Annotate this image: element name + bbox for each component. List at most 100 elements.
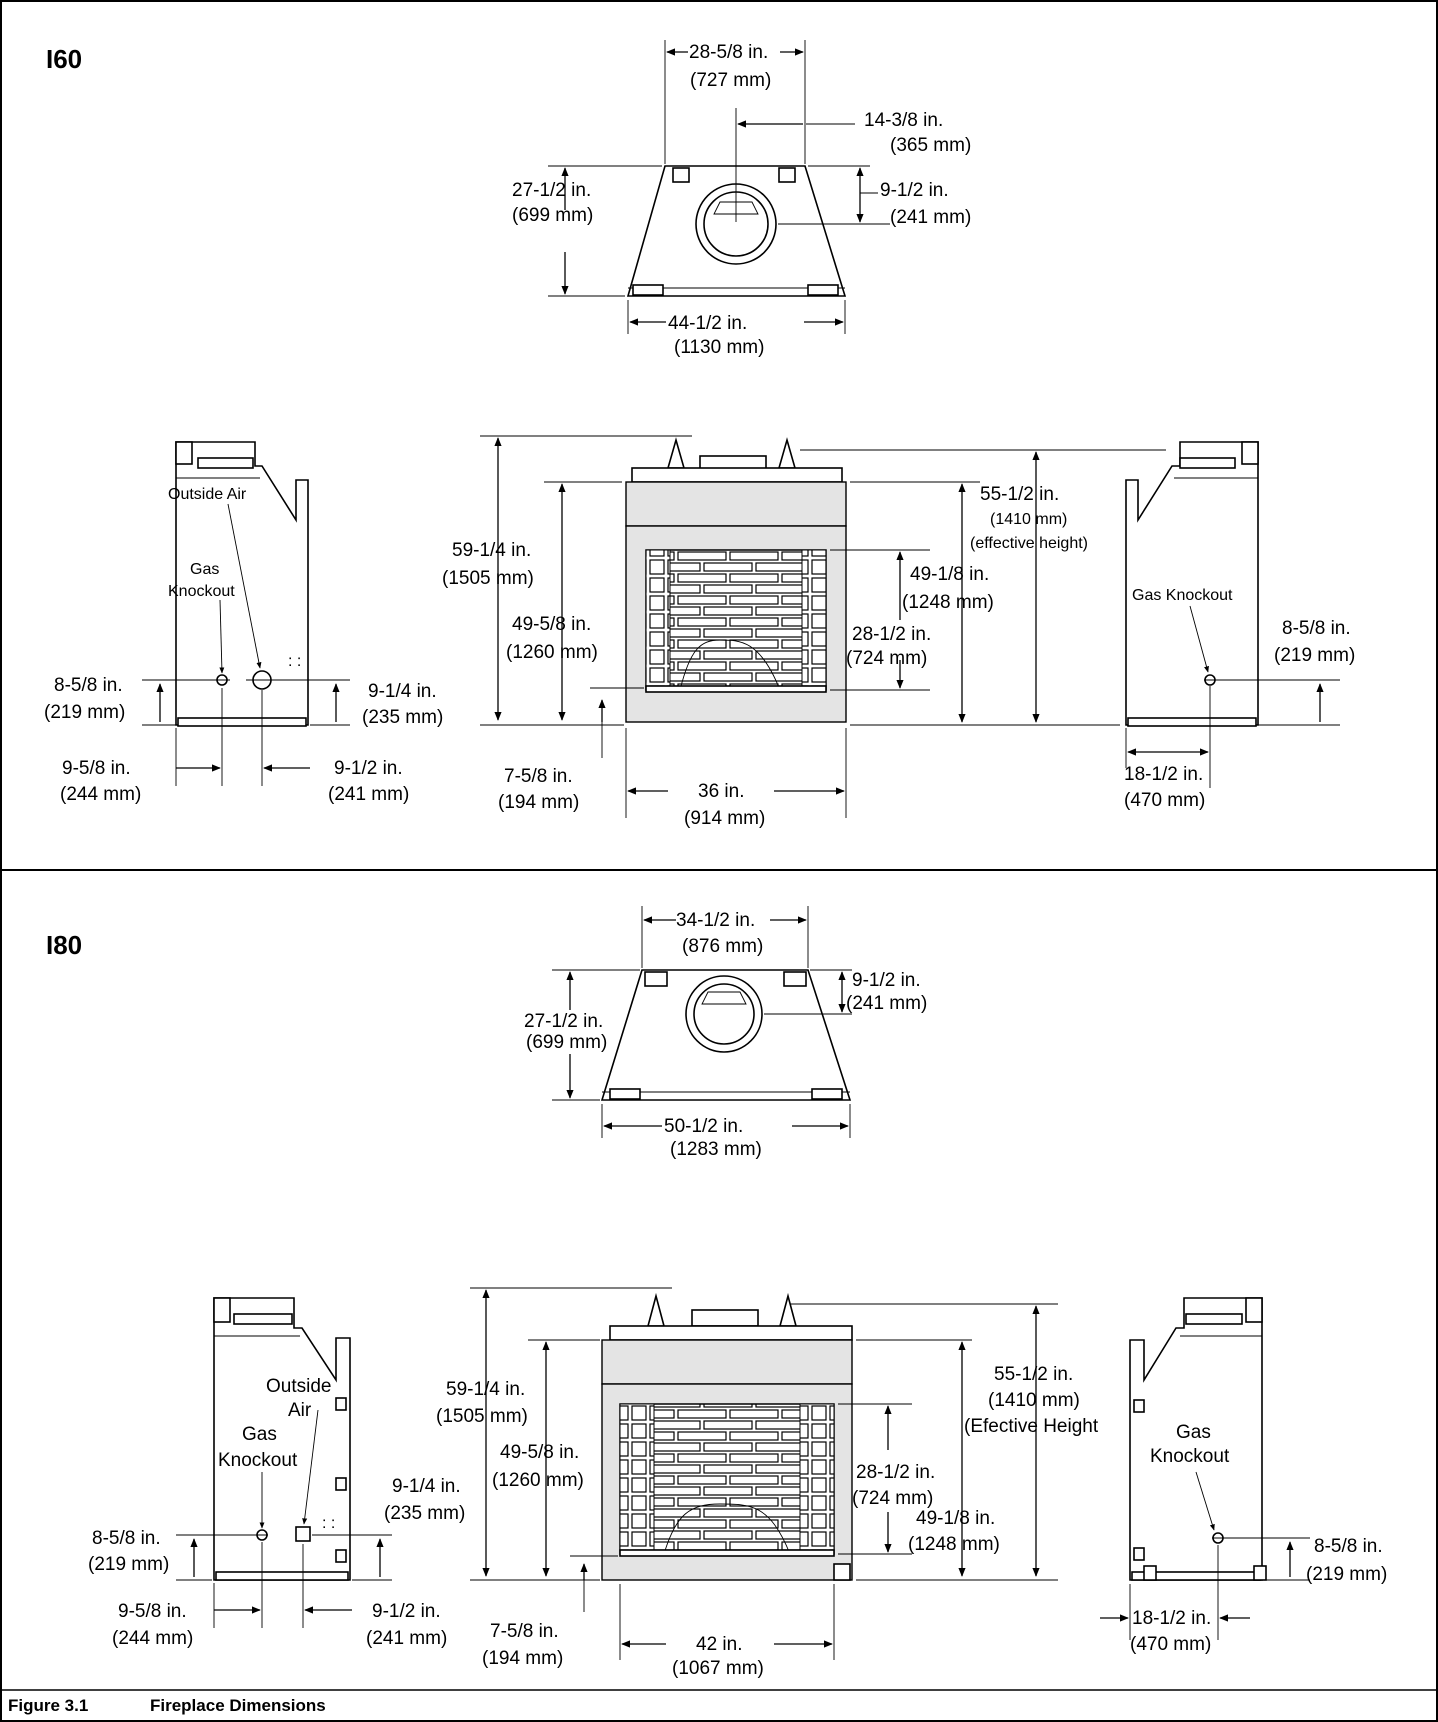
model-title-i80: I80	[46, 930, 82, 960]
i80-left-air-height-mm: (235 mm)	[384, 1503, 465, 1524]
i80-top-base-width-mm: (1283 mm)	[670, 1139, 762, 1160]
i60-left-gas-offset-mm: (244 mm)	[60, 784, 141, 805]
i60-right-depth-mm: (470 mm)	[1124, 790, 1205, 811]
i60-top-base-width: 44-1/2 in.	[668, 313, 747, 334]
i80-top-bracket-left	[644, 971, 668, 987]
figure-number: Figure 3.1	[8, 1696, 88, 1715]
i60-top-foot-right	[807, 284, 839, 296]
i80-front-top-plate	[691, 1309, 759, 1327]
i80-left-air-offset-mm: (241 mm)	[366, 1628, 447, 1649]
i60-top-bracket-left	[672, 167, 690, 183]
i60-front-opening-mm: (724 mm)	[846, 648, 927, 669]
i80-front-hearth: 7-5/8 in.	[490, 1621, 559, 1642]
i60-top-bracket-right	[778, 167, 796, 183]
i60-left-gas-height: 8-5/8 in.	[54, 675, 123, 696]
i80-front-leg-left	[646, 1292, 666, 1327]
i80-front-hearth-mm: (194 mm)	[482, 1648, 563, 1669]
i80-top-view: 34-1/2 in. (876 mm) 27-1/2 in. (699 mm) …	[524, 906, 927, 1160]
i60-front-effective-mm: (1410 mm)	[990, 511, 1067, 528]
i60-right-body	[1125, 441, 1259, 726]
i80-left-view: : : Outside Air Gas Knockout 8-5/8 in. (…	[88, 1297, 465, 1649]
i80-front-overall: 59-1/4 in.	[446, 1379, 525, 1400]
i80-front-effective: 55-1/2 in.	[994, 1364, 1073, 1385]
i60-left-gas-offset: 9-5/8 in.	[62, 758, 131, 779]
i60-front-top-mm: (1260 mm)	[506, 642, 598, 663]
i80-front-overall-mm: (1505 mm)	[436, 1406, 528, 1427]
i60-front-overall-mm: (1505 mm)	[442, 568, 534, 589]
i80-front-effective-note: (Efective Height	[964, 1416, 1099, 1437]
i60-front-top: 49-5/8 in.	[512, 614, 591, 635]
i60-top-depth: 27-1/2 in.	[512, 180, 591, 201]
i80-right-view: Gas Knockout 8-5/8 in. (219 mm) 18-1/2 i…	[1100, 1297, 1387, 1655]
i80-front-top-mm: (1260 mm)	[492, 1470, 584, 1491]
i80-top-width-mm: (876 mm)	[682, 936, 763, 957]
i60-left-air-offset-mm: (241 mm)	[328, 784, 409, 805]
i80-right-depth-mm: (470 mm)	[1130, 1634, 1211, 1655]
i60-right-gas-height-mm: (219 mm)	[1274, 645, 1355, 666]
i60-front-effective: 55-1/2 in.	[980, 484, 1059, 505]
i60-front-leg-left	[666, 437, 686, 469]
i60-front-opening-top-mm: (1248 mm)	[902, 592, 994, 613]
i80-top-flue-offset-mm: (241 mm)	[846, 993, 927, 1014]
i80-left-gas-label-2: Knockout	[218, 1450, 298, 1471]
i60-right-view: Gas Knockout 8-5/8 in. (219 mm) 18-1/2 i…	[1124, 441, 1355, 811]
i80-front-leg-right	[778, 1292, 798, 1327]
i60-left-gas-height-mm: (219 mm)	[44, 702, 125, 723]
i60-front-view: 59-1/4 in. (1505 mm) 49-5/8 in. (1260 mm…	[442, 435, 1166, 829]
i60-right-depth: 18-1/2 in.	[1124, 764, 1203, 785]
i80-front-hood	[601, 1339, 853, 1385]
model-i60: I60 28-5/8 in. (727 mm) 14-3/8 in. (365 …	[44, 40, 1355, 829]
i60-front-opening-top: 49-1/8 in.	[910, 564, 989, 585]
i60-right-gas-height: 8-5/8 in.	[1282, 618, 1351, 639]
i80-left-outside-air-label-1: Outside	[266, 1376, 331, 1397]
i80-right-gas-height: 8-5/8 in.	[1314, 1536, 1383, 1557]
i80-left-outside-air	[295, 1526, 311, 1542]
i80-front-opening-top: 49-1/8 in.	[916, 1508, 995, 1529]
i60-front-opening: 28-1/2 in.	[852, 624, 931, 645]
i60-left-gas-label-1: Gas	[190, 561, 219, 578]
i80-right-gas-label-2: Knockout	[1150, 1446, 1230, 1467]
i60-front-width-mm: (914 mm)	[684, 808, 765, 829]
i80-right-depth: 18-1/2 in.	[1132, 1608, 1211, 1629]
i80-left-body	[213, 1297, 351, 1581]
i60-top-depth-mm: (699 mm)	[512, 205, 593, 226]
i60-front-hearth: 7-5/8 in.	[504, 766, 573, 787]
i80-top-depth: 27-1/2 in.	[524, 1011, 603, 1032]
i60-top-center-mm: (365 mm)	[890, 135, 971, 156]
i60-right-gas-label: Gas Knockout	[1132, 587, 1233, 604]
i80-front-width: 42 in.	[696, 1634, 742, 1655]
i60-top-foot-left	[632, 284, 664, 296]
i80-left-air-height: 9-1/4 in.	[392, 1476, 461, 1497]
i80-top-width: 34-1/2 in.	[676, 910, 755, 931]
i80-top-base-width: 50-1/2 in.	[664, 1116, 743, 1137]
i80-front-view: 59-1/4 in. (1505 mm) 49-5/8 in. (1260 mm…	[436, 1287, 1099, 1679]
i80-top-flue-offset: 9-1/2 in.	[852, 970, 921, 991]
i60-top-center: 14-3/8 in.	[864, 110, 943, 131]
i80-right-gas-label-1: Gas	[1176, 1422, 1211, 1443]
i60-front-width: 36 in.	[698, 781, 744, 802]
i80-left-gas-label-1: Gas	[242, 1424, 277, 1445]
i80-left-gas-height-mm: (219 mm)	[88, 1554, 169, 1575]
i60-top-base-width-mm: (1130 mm)	[674, 337, 764, 358]
i80-front-opening-mm: (724 mm)	[852, 1488, 933, 1509]
i80-front-width-mm: (1067 mm)	[672, 1658, 764, 1679]
i80-left-air-offset: 9-1/2 in.	[372, 1601, 441, 1622]
svg-text:: :: : :	[288, 653, 301, 670]
i60-top-width-mm: (727 mm)	[690, 70, 771, 91]
i60-left-outside-air-label: Outside Air	[168, 486, 247, 503]
i80-top-depth-mm: (699 mm)	[526, 1032, 607, 1053]
i60-front-leg-right	[777, 437, 797, 469]
i80-right-gas-height-mm: (219 mm)	[1306, 1564, 1387, 1585]
i80-left-gas-offset-mm: (244 mm)	[112, 1628, 193, 1649]
i80-left-gas-offset: 9-5/8 in.	[118, 1601, 187, 1622]
model-i80: I80 34-1/2 in. (876 mm) 27-1/2 in. (699	[46, 906, 1387, 1679]
i80-front-opening: 28-1/2 in.	[856, 1462, 935, 1483]
i60-front-firebox	[645, 549, 827, 691]
i80-left-gas-height: 8-5/8 in.	[92, 1528, 161, 1549]
i60-left-view: : : Outside Air Gas Knockout 8-5/8 in. (…	[44, 441, 443, 805]
i60-top-flue-offset-mm: (241 mm)	[890, 207, 971, 228]
i80-front-effective-mm: (1410 mm)	[988, 1390, 1080, 1411]
svg-text:: :: : :	[322, 1515, 335, 1532]
i60-top-width: 28-5/8 in.	[689, 42, 768, 63]
i60-left-gas-label-2: Knockout	[168, 583, 235, 600]
